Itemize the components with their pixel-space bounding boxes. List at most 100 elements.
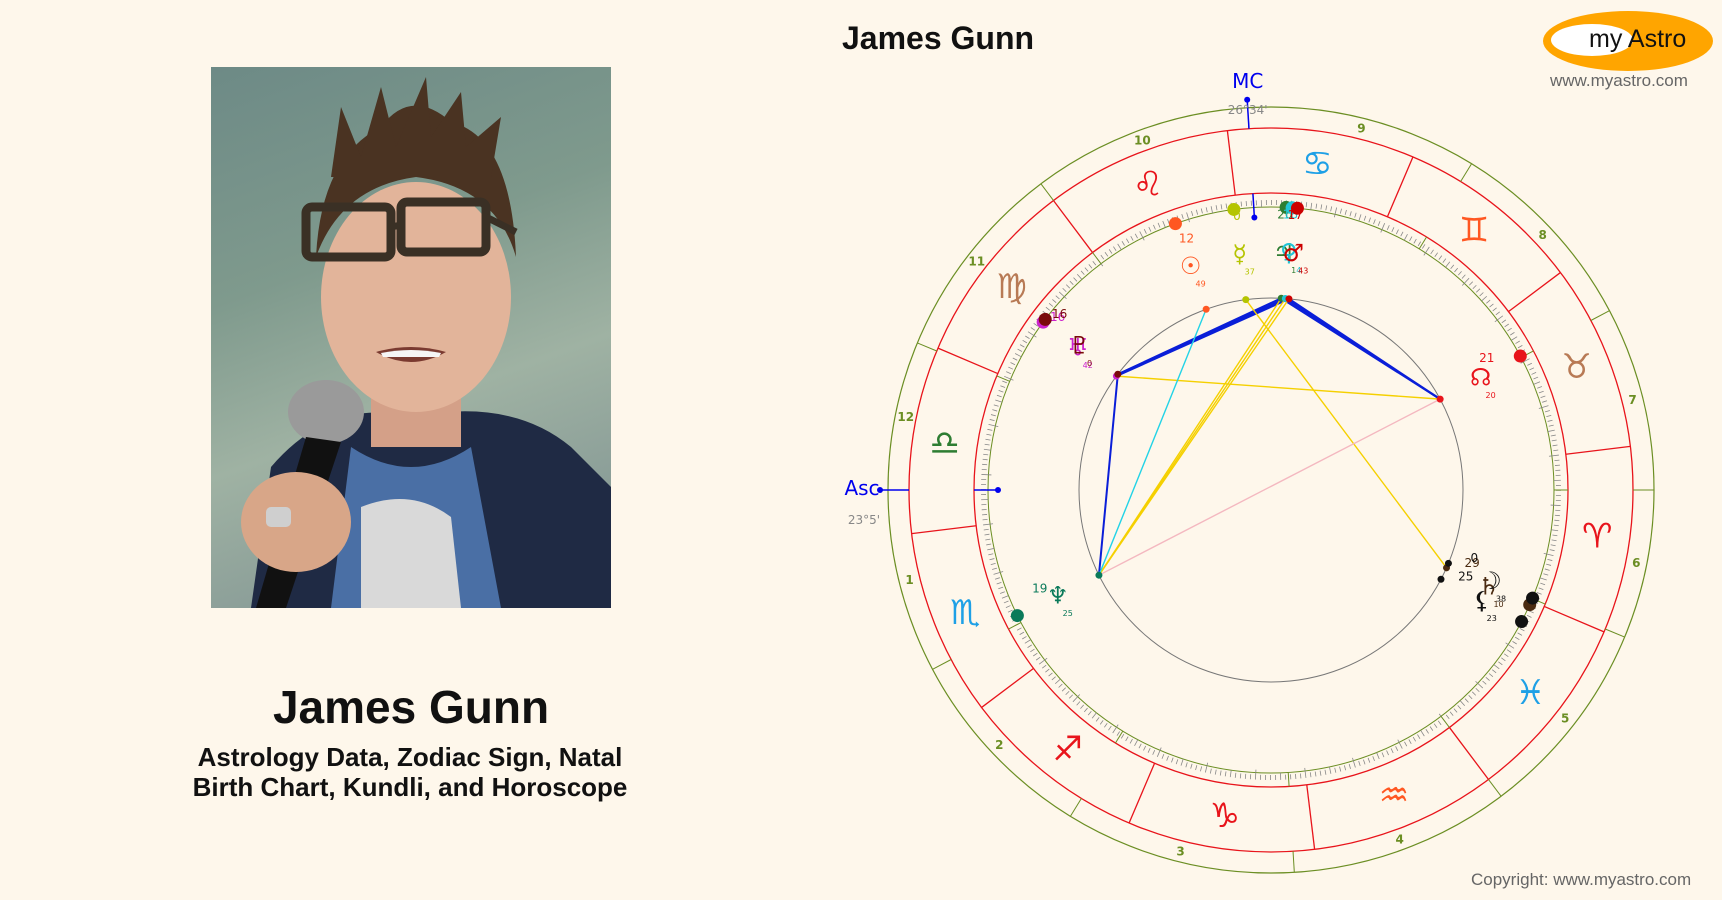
mars-minute: 43 xyxy=(1298,267,1308,276)
pluto-glyph-icon: ♇ xyxy=(1069,331,1091,359)
sign-glyph-libra-icon: ♎ xyxy=(930,424,960,464)
house-outer-ring xyxy=(887,106,1655,874)
degree-tick xyxy=(1395,229,1399,235)
logo-url-link[interactable]: www.myastro.com xyxy=(1550,71,1688,90)
aspect-opposition xyxy=(1098,398,1441,576)
degree-tick xyxy=(1068,694,1074,699)
degree-tick xyxy=(1433,723,1438,729)
degree-tick xyxy=(1507,327,1512,332)
degree-tick xyxy=(1088,264,1093,269)
mercury-degree: 0 xyxy=(1233,209,1241,223)
degree-tick xyxy=(1315,203,1318,209)
asc-inner-marker xyxy=(995,487,1001,493)
degree-tick xyxy=(1220,204,1223,210)
degree-tick xyxy=(1025,335,1030,339)
sign-glyph-aries-icon: ♈ xyxy=(1582,516,1612,556)
degree-tick xyxy=(1087,710,1092,716)
degree-tick xyxy=(994,577,1000,580)
degree-tick xyxy=(1543,573,1549,576)
degree-tick xyxy=(992,409,998,412)
degree-tick xyxy=(1367,757,1371,763)
mc-inner-line xyxy=(1252,193,1256,218)
asc-degree-label: 23°5' xyxy=(848,513,880,527)
degree-tick xyxy=(1540,395,1546,398)
degree-tick xyxy=(1162,220,1166,228)
degree-tick xyxy=(1055,295,1060,300)
degree-tick xyxy=(1117,243,1122,251)
degree-tick xyxy=(984,533,990,536)
degree-tick xyxy=(995,399,1003,403)
degree-tick xyxy=(988,553,994,556)
degree-tick xyxy=(1554,459,1560,462)
planet-dot-sun xyxy=(1168,217,1182,231)
degree-tick xyxy=(1139,231,1145,241)
logo-inner-ellipse xyxy=(1551,24,1633,56)
sign-divider xyxy=(1226,130,1236,196)
planet-aspect-dot-sun xyxy=(1202,305,1210,313)
degree-tick xyxy=(1517,632,1523,636)
degree-tick xyxy=(993,571,1004,575)
aspect-lines xyxy=(1097,297,1448,576)
house-number-3: 3 xyxy=(1176,844,1184,858)
degree-tick xyxy=(1076,701,1081,706)
degree-tick xyxy=(1080,704,1085,709)
degree-tick xyxy=(1404,741,1408,747)
planet-aspect-dot-moon xyxy=(1444,559,1452,567)
degree-tick xyxy=(1526,614,1532,618)
planet-aspect-dot-neptune xyxy=(1095,571,1103,579)
degree-tick xyxy=(1344,209,1347,215)
myastro-logo[interactable]: my Astro xyxy=(1543,11,1713,71)
degree-tick xyxy=(1468,695,1473,700)
degree-tick xyxy=(1409,236,1413,242)
house-number-1: 1 xyxy=(905,573,913,587)
degree-tick xyxy=(1547,558,1553,561)
degree-tick xyxy=(1538,390,1544,394)
house-number-5: 5 xyxy=(1561,711,1569,725)
degree-tick xyxy=(986,433,992,436)
degree-tick xyxy=(998,390,1004,393)
degree-tick xyxy=(1503,653,1509,657)
degree-tick xyxy=(1319,770,1322,776)
degree-tick xyxy=(1195,765,1198,771)
degree-tick xyxy=(1048,672,1053,677)
degree-tick xyxy=(1449,711,1454,716)
saturn-degree: 29 xyxy=(1464,556,1479,570)
house-cusp-inner xyxy=(1092,252,1102,265)
degree-tick xyxy=(1215,205,1218,211)
degree-tick xyxy=(1512,641,1517,645)
degree-tick xyxy=(1400,231,1404,237)
degree-tick xyxy=(1437,720,1442,726)
mc-inner-marker xyxy=(1251,214,1258,221)
degree-tick xyxy=(1475,680,1484,689)
degree-tick xyxy=(1113,246,1117,251)
planets: ☉1249☿037♃201♀184♂1743♅1642♇160♆1925☊212… xyxy=(1010,200,1540,629)
degree-tick xyxy=(1538,405,1549,409)
aspect-sextile xyxy=(1117,297,1286,376)
degree-tick xyxy=(1519,628,1525,632)
degree-tick xyxy=(1453,708,1458,713)
degree-tick xyxy=(1429,726,1434,731)
lilith-minute: 23 xyxy=(1487,614,1497,623)
degree-tick xyxy=(1368,217,1371,223)
degree-tick xyxy=(1045,306,1051,311)
degree-tick xyxy=(1550,544,1556,547)
venus-minute: 4 xyxy=(1296,266,1301,275)
degree-tick xyxy=(1016,627,1022,631)
degree-tick xyxy=(1008,366,1014,370)
degree-tick xyxy=(1205,207,1208,213)
degree-tick xyxy=(1348,763,1351,769)
degree-tick xyxy=(1549,549,1555,552)
house-cusp-outer xyxy=(1488,779,1502,797)
degree-tick xyxy=(1065,690,1070,696)
degree-tick xyxy=(1143,745,1147,751)
degree-tick xyxy=(1544,410,1550,413)
house-number-2: 2 xyxy=(995,738,1003,752)
degree-tick xyxy=(1403,233,1408,241)
degree-tick xyxy=(981,474,992,476)
degree-tick xyxy=(1412,736,1416,742)
degree-tick xyxy=(1533,376,1539,380)
degree-tick xyxy=(990,562,996,566)
degree-tick xyxy=(1417,241,1422,247)
moon-glyph-icon: ☽ xyxy=(1480,567,1502,595)
degree-tick xyxy=(1129,738,1133,744)
